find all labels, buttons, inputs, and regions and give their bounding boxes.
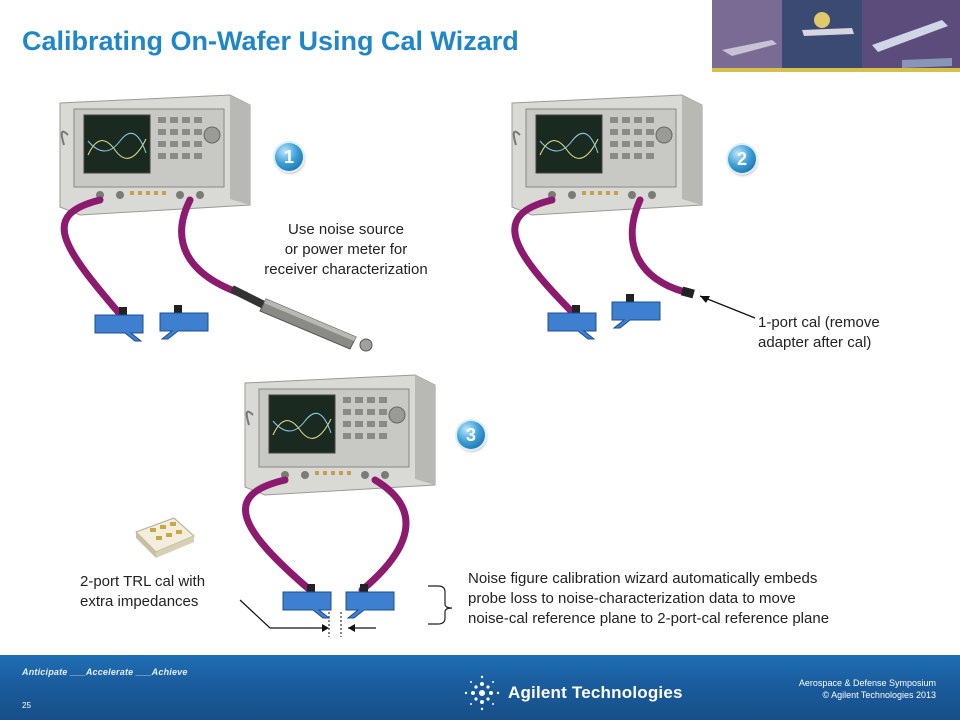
step-1-caption: Use noise source or power meter for rece…: [226, 220, 466, 280]
noise-source-icon: [230, 285, 373, 352]
slide-footer: Anticipate ___Accelerate ___Achieve 25 A…: [0, 655, 960, 720]
probe-2-right: [611, 294, 661, 329]
probe-2-left: [547, 305, 597, 340]
step-2-caption-line-2: adapter after cal): [758, 334, 872, 351]
step-1-caption-line-1: Use noise source: [288, 221, 404, 238]
probe-3-left: [282, 584, 332, 619]
step-3-left-caption-line-1: 2-port TRL cal with: [80, 573, 206, 590]
footer-tagline: Anticipate ___Accelerate ___Achieve: [22, 667, 188, 677]
step-3-right-caption-line-3: noise-cal reference plane to 2-port-cal …: [468, 610, 830, 627]
probe-1-left: [94, 307, 144, 342]
step-1-caption-line-3: receiver characterization: [264, 261, 428, 278]
step-3-badge: 3: [457, 421, 485, 449]
step-3-left-caption: 2-port TRL cal with extra impedances: [80, 572, 280, 612]
step-3-right-caption-line-2: probe loss to noise-characterization dat…: [468, 590, 796, 607]
brand-name: Agilent Technologies: [508, 683, 683, 702]
event-line-1: Aerospace & Defense Symposium: [798, 678, 936, 688]
network-analyzer-3: [244, 374, 436, 496]
probe-3-right: [345, 584, 395, 619]
step-3-right-caption-line-1: Noise figure calibration wizard automati…: [468, 570, 818, 587]
network-analyzer-1: [59, 94, 251, 216]
step-2-caption: 1-port cal (remove adapter after cal): [758, 313, 958, 353]
slide-title: Calibrating On-Wafer Using Cal Wizard: [22, 26, 519, 56]
page-number: 25: [22, 701, 31, 710]
header-banner-image: [712, 0, 960, 72]
event-info: Aerospace & Defense Symposium © Agilent …: [799, 677, 936, 701]
probe-1-right: [159, 305, 209, 340]
step-1-badge: 1: [275, 143, 303, 171]
step-1-caption-line-2: or power meter for: [284, 241, 408, 258]
network-analyzer-2: [511, 94, 703, 216]
step-2-caption-line-1: 1-port cal (remove: [758, 314, 880, 331]
agilent-spark-logo-icon: [464, 675, 500, 711]
calibration-substrate-icon: [135, 517, 195, 558]
step-3-right-caption: Noise figure calibration wizard automati…: [468, 569, 948, 629]
event-line-2: © Agilent Technologies 2013: [822, 690, 936, 700]
step-2-badge: 2: [728, 145, 756, 173]
step-3-left-caption-line-2: extra impedances: [80, 593, 199, 610]
